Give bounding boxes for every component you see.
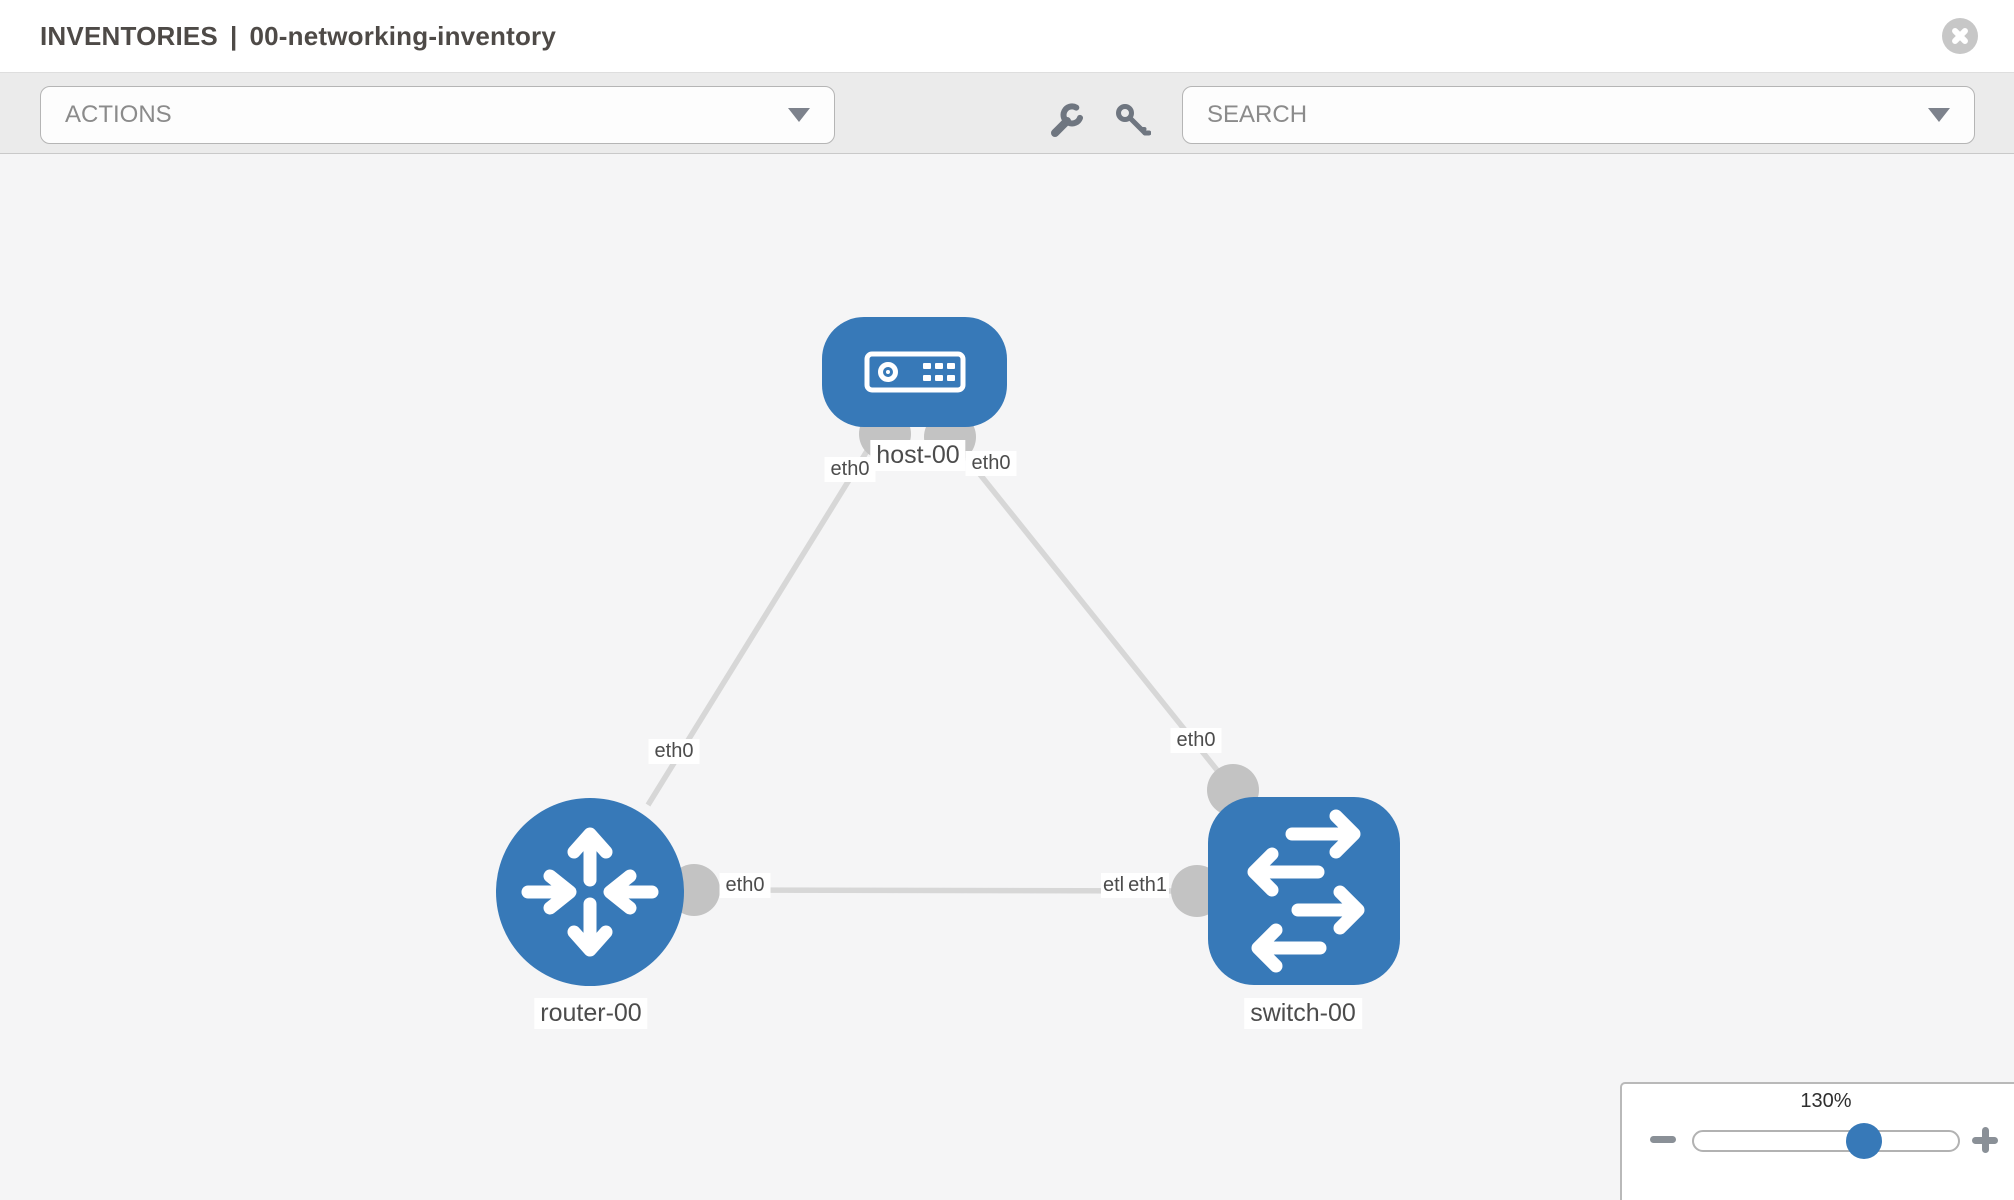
node-label-switch: switch-00: [1244, 998, 1362, 1029]
topology-graph: [496, 317, 1400, 986]
search-dropdown[interactable]: SEARCH: [1182, 86, 1975, 144]
actions-dropdown-value: ACTIONS: [65, 101, 172, 128]
close-icon[interactable]: [1942, 18, 1978, 54]
topology-canvas[interactable]: host-00 router-00 switch-00 eth0 eth0 et…: [0, 154, 2014, 1200]
zoom-level-value: 130%: [1800, 1090, 1852, 1112]
wrench-icon[interactable]: [1048, 103, 1084, 139]
key-icon[interactable]: [1115, 103, 1151, 139]
zoom-out-icon[interactable]: [1650, 1136, 1676, 1143]
iface-label-eth1: eth1: [1126, 873, 1170, 898]
host-icon: [864, 351, 966, 393]
node-label-host: host-00: [870, 440, 966, 471]
iface-label-host-eth0-left: eth0: [824, 457, 876, 482]
iface-label-host-eth0-right: eth0: [965, 451, 1017, 476]
search-dropdown-value: SEARCH: [1207, 101, 1308, 128]
links: [645, 428, 1236, 894]
switch-icon: [1247, 809, 1365, 973]
iface-label-router-eth0-side: eth0: [719, 873, 771, 898]
toolbar: ACTIONS SEARCH: [0, 72, 2014, 154]
node-host-00[interactable]: [822, 317, 1007, 427]
inventory-name: 00-networking-inventory: [249, 20, 557, 51]
breadcrumb-section: INVENTORIES: [40, 20, 218, 51]
chevron-down-icon: [1928, 108, 1950, 122]
zoom-slider-thumb[interactable]: [1846, 1123, 1882, 1159]
zoom-control-panel: 130%: [1620, 1082, 2014, 1200]
interface-ports: [668, 408, 1259, 917]
zoom-slider-track[interactable]: [1692, 1130, 1960, 1152]
iface-label-router-eth0-up: eth0: [648, 739, 700, 764]
chevron-down-icon: [788, 108, 810, 122]
actions-dropdown[interactable]: ACTIONS: [40, 86, 835, 144]
zoom-in-icon[interactable]: [1968, 1123, 2002, 1157]
header-bar: INVENTORIES | 00-networking-inventory: [0, 0, 2014, 72]
node-switch-00[interactable]: [1208, 797, 1400, 985]
page-title: INVENTORIES | 00-networking-inventory: [40, 0, 556, 72]
iface-label-switch-eth0: eth0: [1170, 728, 1222, 753]
breadcrumb-separator: |: [229, 20, 238, 51]
node-label-router: router-00: [534, 998, 648, 1029]
iface-label-overlap-fragment: etl: [1100, 873, 1127, 898]
router-icon: [521, 827, 659, 957]
iface-label-switch-eth1: etl eth1: [1100, 873, 1170, 898]
node-router-00[interactable]: [496, 798, 684, 986]
